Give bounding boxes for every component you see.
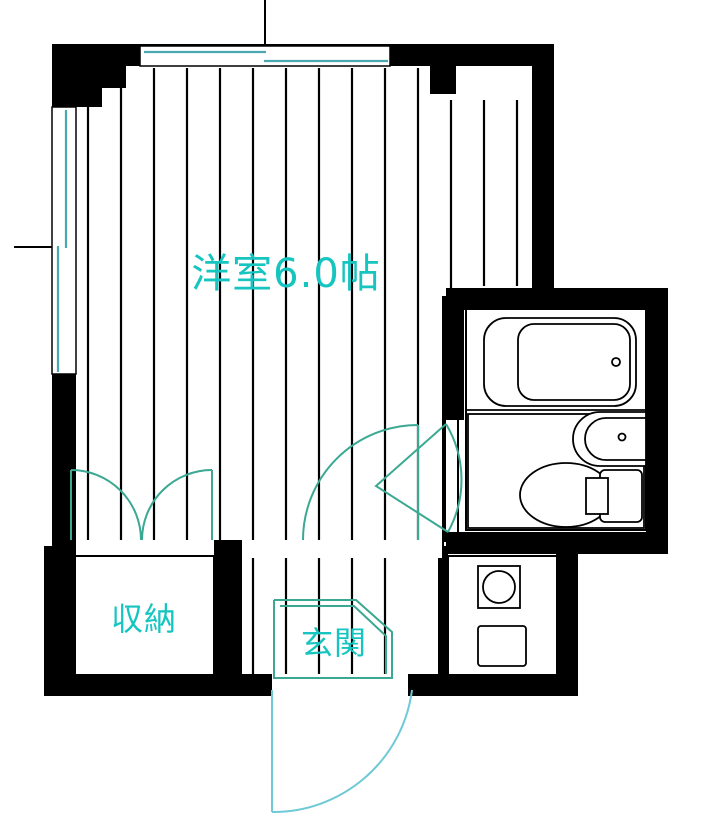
genkan-outline	[273, 599, 393, 679]
bath-door-fold	[374, 423, 449, 533]
wall-east-main-upper	[532, 44, 554, 296]
bath-door[interactable]	[374, 423, 463, 533]
wall-bath-south	[446, 532, 668, 554]
kitchen-sink-basin-icon	[482, 570, 516, 604]
toilet-seat-connector	[585, 477, 609, 515]
wall-closet-east	[214, 546, 242, 690]
bath-outer-outline	[457, 299, 655, 539]
window-west[interactable]	[51, 106, 77, 375]
bathtub-inner	[517, 323, 631, 401]
wall-west-upper	[52, 44, 76, 107]
window-north[interactable]	[139, 45, 391, 67]
wall-east-bath	[646, 288, 668, 550]
room-door-swing	[302, 424, 419, 541]
bath-door-swing	[445, 423, 463, 533]
flooring-lines-hallway	[251, 556, 387, 690]
closet-door-swing-left	[70, 469, 142, 541]
genkan-outline-inner	[280, 605, 387, 674]
wall-notch-northwest	[76, 44, 126, 88]
wall-west-lower	[52, 374, 76, 546]
entrance-label: 玄関	[301, 624, 367, 662]
opening-closet	[76, 540, 214, 558]
hallway-floor	[232, 540, 412, 690]
vanity-sink-inner	[584, 417, 647, 461]
wall-notch-northeast	[430, 66, 456, 94]
entrance-door-swing	[271, 689, 413, 814]
opening-room-door	[242, 540, 442, 558]
closet-doors[interactable]	[70, 469, 213, 541]
wall-east-lower	[556, 538, 578, 690]
kitchen-outline	[447, 555, 561, 679]
window-north-frame	[139, 45, 391, 67]
kitchen-counter	[477, 625, 527, 667]
genkan-outline-outer	[273, 599, 393, 679]
closet-outline	[65, 555, 215, 679]
wall-kitchen-west	[438, 546, 448, 694]
main-room-label: 洋室6.0帖	[191, 251, 381, 297]
bath-fixtures	[466, 317, 647, 529]
window-west-frame	[51, 106, 77, 375]
closet-floor	[66, 556, 214, 678]
wall-west-bottom	[44, 546, 76, 690]
opening-entrance-door	[272, 674, 408, 696]
closet-door-swing-right	[141, 469, 213, 541]
bathtub-drain-icon	[611, 357, 621, 367]
wall-south-right	[408, 674, 578, 696]
closet-label: 収納	[111, 600, 177, 638]
vanity-drain-icon	[617, 432, 627, 442]
entrance-door[interactable]	[271, 689, 413, 814]
room-door[interactable]	[302, 424, 419, 541]
kitchen-fixtures	[477, 565, 527, 667]
